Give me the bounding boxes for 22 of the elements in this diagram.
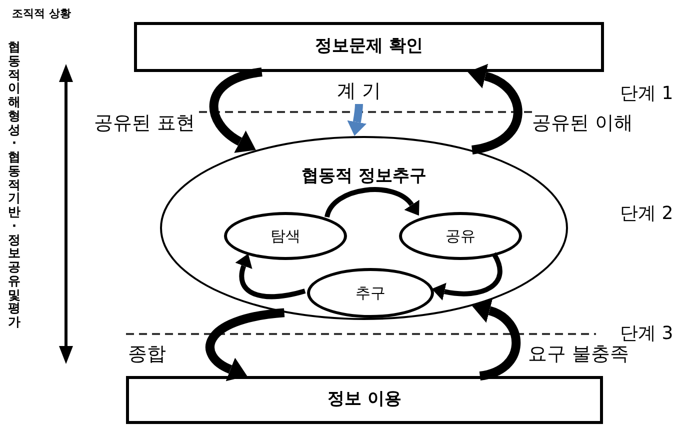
process-ellipse (160, 136, 568, 320)
curved-arrow (468, 64, 522, 154)
stage-label: 단계 1 (620, 82, 674, 106)
activity-ellipse (399, 212, 522, 260)
node-label: 계 기 (336, 78, 382, 104)
curved-arrow (347, 104, 367, 136)
node-label: 추구 (356, 282, 386, 304)
node-label: 탐색 (270, 226, 300, 247)
stage-label: 단계 2 (620, 202, 674, 226)
context-label: 조직적 상황 (12, 6, 71, 22)
curved-arrow (234, 253, 306, 300)
activity-ellipse (224, 212, 347, 260)
node-label: 공유 (446, 226, 476, 247)
node-label: 정보 이용 (328, 388, 402, 412)
process-box (134, 22, 604, 72)
curved-arrow (206, 308, 285, 381)
activity-ellipse (307, 268, 434, 318)
node-label: 정보문제 확인 (315, 35, 423, 58)
curved-arrow (324, 187, 420, 218)
ellipse-title: 협동적 정보추구 (300, 165, 428, 188)
process-box (126, 376, 603, 424)
vertical-label: 협동적 이해형성· 협동적 기반· 정보공유 및 평가 (8, 40, 20, 329)
